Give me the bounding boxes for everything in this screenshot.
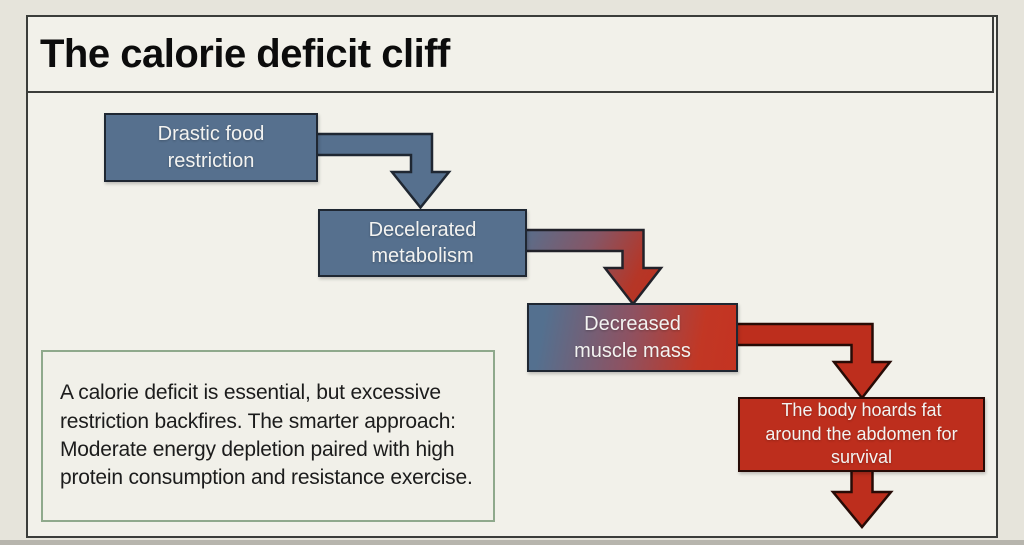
- step-label: Decreased muscle mass: [574, 313, 691, 362]
- advice-note-text: A calorie deficit is essential, but exce…: [60, 381, 473, 490]
- step-label: Decelerated metabolism: [368, 218, 477, 267]
- step-box-drastic-food-restriction: Drastic food restriction: [104, 113, 318, 182]
- step-label: Drastic food restriction: [157, 123, 265, 172]
- page-title: The calorie deficit cliff: [40, 31, 450, 76]
- bottom-edge-strip: [0, 540, 1024, 545]
- step-box-body-hoards-fat: The body hoards fat around the abdomen f…: [738, 397, 985, 472]
- advice-note-box: A calorie deficit is essential, but exce…: [41, 350, 495, 522]
- step-label: The body hoards fat around the abdomen f…: [765, 400, 958, 468]
- step-box-decreased-muscle-mass: Decreased muscle mass: [527, 303, 738, 372]
- step-box-decelerated-metabolism: Decelerated metabolism: [318, 209, 527, 277]
- title-bar: The calorie deficit cliff: [26, 15, 994, 93]
